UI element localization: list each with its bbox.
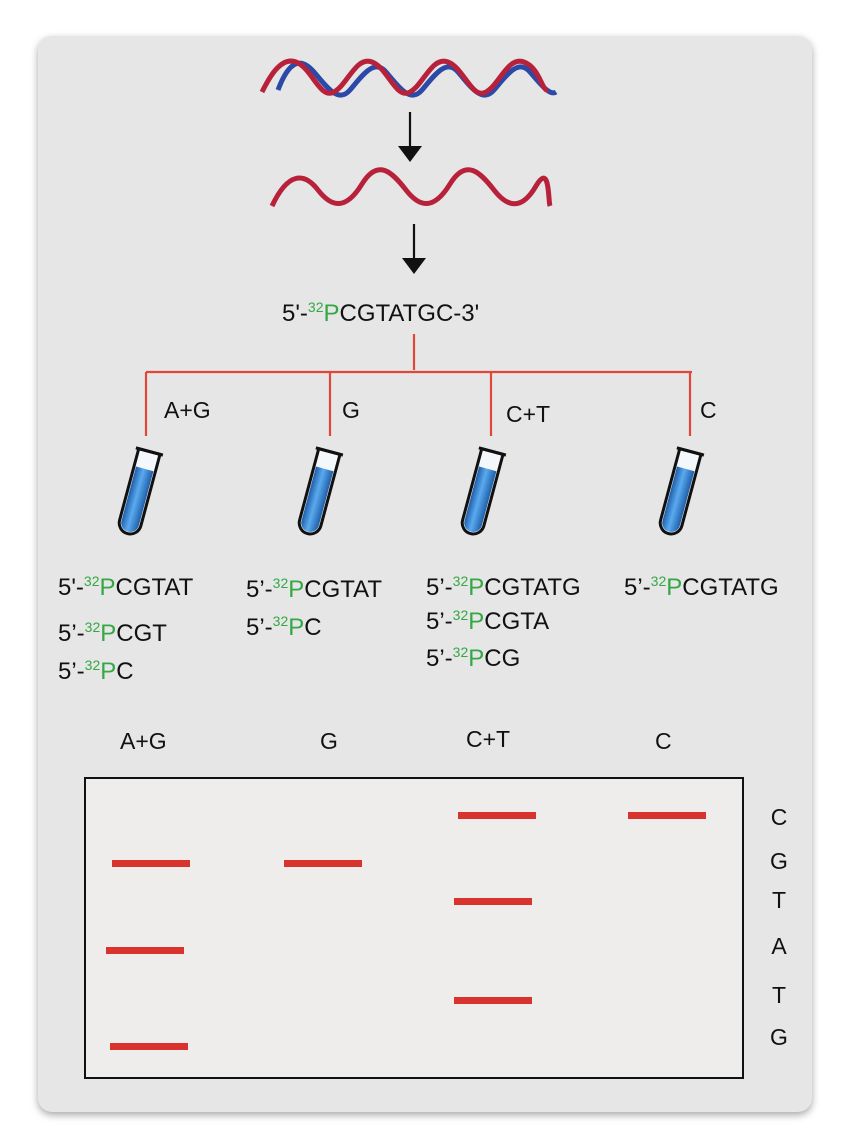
gel-lane-label: C+T [466,726,511,752]
gel-band [106,947,184,954]
read-base: T [771,887,787,913]
read-base: G [770,848,788,874]
gel-band [112,860,190,867]
read-base: G [770,1024,788,1050]
fragment: 5’-32PCGTAT [246,575,383,603]
tube-liquid [301,466,334,532]
tube-liquid [662,466,695,532]
fragment: 5’-32PC [58,657,134,685]
gel-lane-label: G [320,728,338,754]
tube-liquid [464,466,497,532]
read-base: C [770,804,788,830]
gel-band [458,812,536,819]
fragment: 5’-32PCG [426,644,521,672]
gel-band [628,812,706,819]
labeled-sequence: 5'-32PCGTATGC-3' [282,300,479,328]
seq-prefix: 5'- [282,300,308,327]
phosphorus-label: P [323,300,340,327]
tube-rim [478,446,507,457]
fragment: 5'-32PCGTAT [58,573,194,601]
gel-band [110,1043,188,1050]
sequencing-gel [84,777,744,1079]
fragment: 5’-32PCGTATG [426,573,581,601]
tube-liquid [121,466,154,532]
gel-band [454,997,532,1004]
gel-band [284,860,362,867]
seq-rest: CGTATGC-3' [339,300,480,327]
tube-icon [117,446,164,536]
single-strand-dna-icon [269,167,553,208]
arrow-down-icon [398,112,422,162]
gel-band [454,898,532,905]
branch-label-g: G [342,397,360,423]
isotope-label: 32 [307,299,324,315]
fragment: 5’-32PC [246,613,322,641]
tube-icon [297,446,344,536]
gel-lane-label: C [655,728,672,754]
fragment: 5’-32PCGTATG [624,573,779,601]
branch-label-c: C [700,397,717,423]
arrow-down-icon [402,224,426,274]
gel-lane-label: A+G [120,728,167,754]
tube-rim [135,446,164,457]
double-strand-dna-icon [259,58,558,98]
fragment: 5’-32PCGT [58,619,167,647]
tube-rim [676,446,705,457]
dna-strand-red [259,58,549,96]
read-base: A [771,933,787,959]
dna-strand-blue [275,60,558,98]
tube-icon [658,446,705,536]
reaction-branches [144,334,692,436]
branch-label-ct: C+T [506,401,551,427]
branch-label-ag: A+G [164,397,211,423]
fragment: 5’-32PCGTA [426,607,550,635]
read-base: T [771,982,787,1008]
tube-icon [460,446,507,536]
tube-rim [315,446,344,457]
